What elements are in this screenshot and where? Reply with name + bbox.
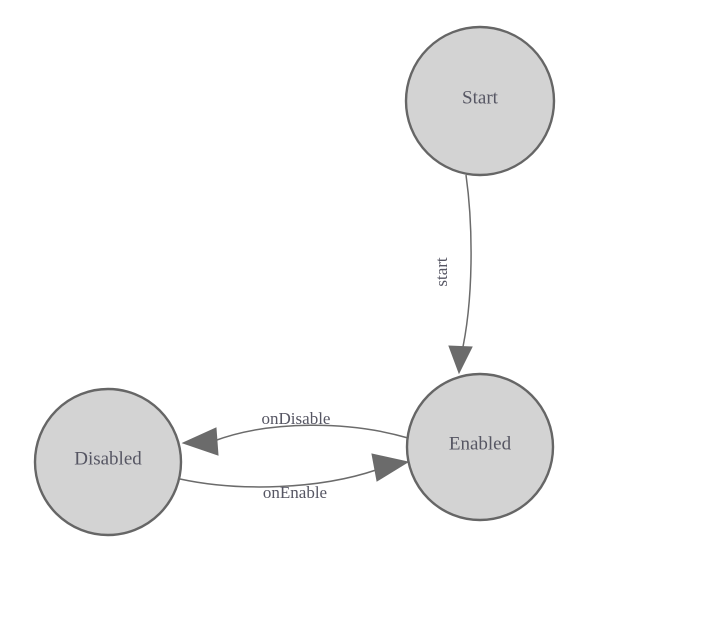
node-enabled[interactable]: Enabled: [405, 372, 555, 522]
edge-label-start: start: [432, 257, 451, 287]
node-circle-disabled: [33, 387, 183, 537]
arrowhead-icon-enabled-to-disabled: [181, 427, 219, 456]
node-circle-start: [404, 25, 556, 177]
node-label-disabled: Disabled: [74, 448, 142, 469]
edge-path-start-to-enabled: [460, 174, 472, 357]
edge-path-disabled-to-enabled: [179, 469, 377, 488]
arrowhead-icon-start-to-enabled: [448, 345, 473, 375]
node-circle-enabled: [405, 372, 555, 522]
arrowhead-icon-disabled-to-enabled: [371, 453, 410, 482]
edge-enabled-to-disabled[interactable]: onDisable: [181, 409, 409, 456]
node-start[interactable]: Start: [404, 25, 556, 177]
edge-disabled-to-enabled[interactable]: onEnable: [179, 453, 410, 502]
edge-start-to-enabled[interactable]: start: [432, 174, 473, 375]
node-disabled[interactable]: Disabled: [33, 387, 183, 537]
node-label-start: Start: [462, 87, 499, 108]
edge-label-ondisable: onDisable: [262, 409, 331, 428]
edge-label-onenable: onEnable: [263, 483, 327, 502]
node-label-enabled: Enabled: [449, 433, 512, 454]
edge-path-enabled-to-disabled: [213, 424, 409, 442]
